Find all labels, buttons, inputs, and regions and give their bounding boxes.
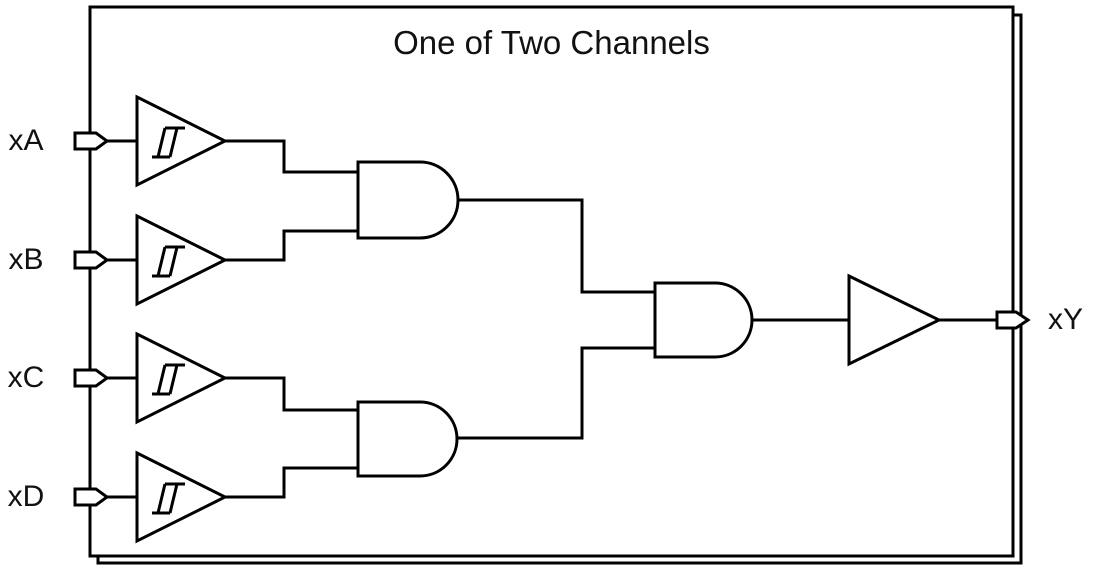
wire-xC-to-and-bottom <box>225 376 358 412</box>
input-label-xA: xA <box>8 124 44 157</box>
schmitt-buffer-xB <box>135 213 229 307</box>
input-label-xB: xB <box>8 243 44 276</box>
input-pin-xA <box>73 131 110 151</box>
input-pin-xD <box>73 487 110 507</box>
wire-and-bottom-to-final <box>457 346 655 440</box>
output-label-xY: xY <box>1048 303 1084 336</box>
hysteresis-icon-xD <box>152 482 185 515</box>
schmitt-buffer-xC <box>135 331 229 425</box>
wire-xD-to-and-bottom <box>225 466 358 499</box>
hysteresis-icon-xB <box>152 245 185 278</box>
schmitt-buffer-xA <box>135 94 229 188</box>
schmitt-buffer-xD <box>135 450 229 544</box>
output-buffer <box>847 273 943 367</box>
output-pin-xY <box>995 310 1031 330</box>
input-label-xD: xD <box>7 480 45 513</box>
and-gate-final <box>653 281 754 359</box>
hysteresis-icon-xC <box>152 363 185 396</box>
input-pin-xB <box>73 250 110 270</box>
input-pin-xC <box>73 368 110 388</box>
wire-xA-to-and-top <box>225 139 358 174</box>
wire-xB-to-and-top <box>225 229 358 262</box>
wire-and-top-to-final <box>457 198 655 294</box>
input-label-xC: xC <box>7 361 45 394</box>
channel-sheet-front <box>88 5 1015 558</box>
diagram-title: One of Two Channels <box>393 24 710 61</box>
hysteresis-icon-xA <box>152 126 185 159</box>
and-gate-top <box>356 160 460 240</box>
and-gate-bottom <box>356 400 459 478</box>
